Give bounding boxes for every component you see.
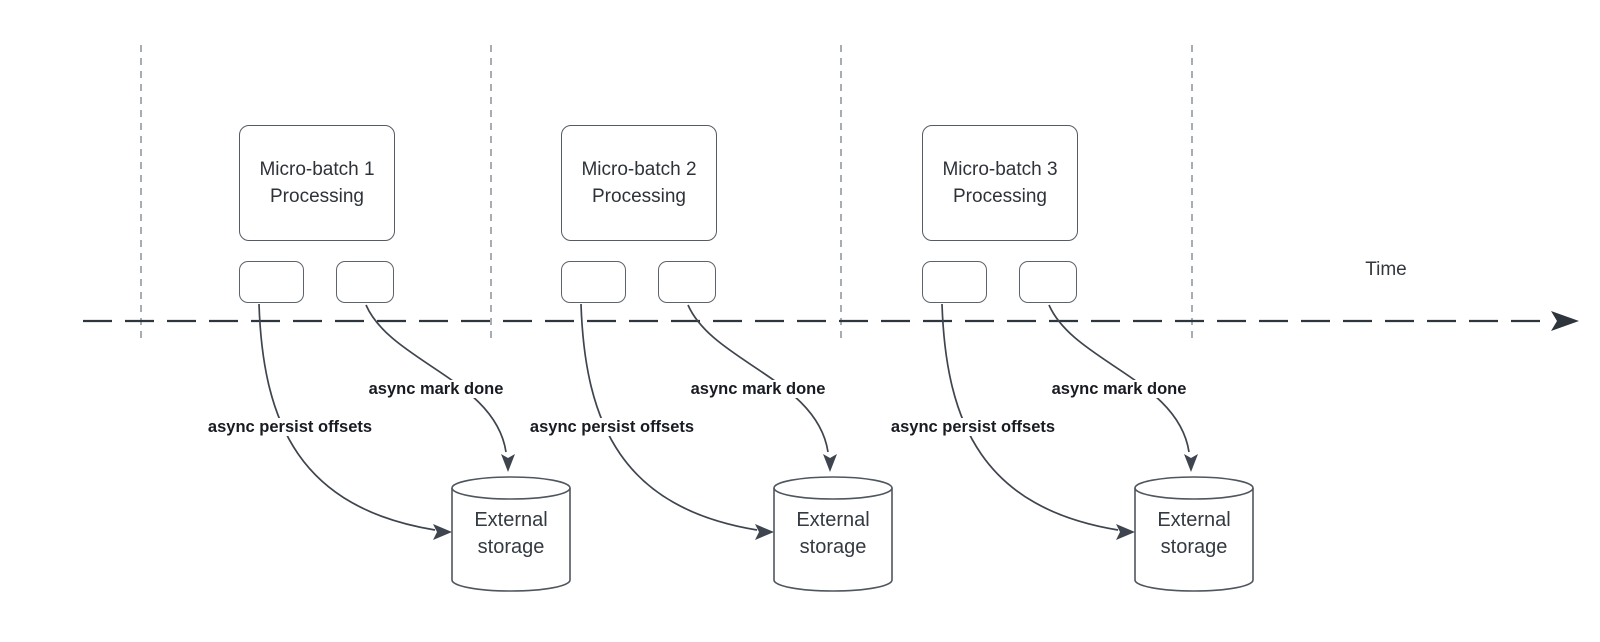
storage-label-line1: External xyxy=(474,509,548,531)
mark-done-box xyxy=(336,261,394,303)
time-axis-label: Time xyxy=(1365,259,1407,280)
external-storage-label: External storage xyxy=(1135,507,1253,561)
microbatch-group-2: Micro-batch 2 Processing async persist o… xyxy=(526,0,906,642)
persist-offsets-label: async persist offsets xyxy=(526,418,698,436)
storage-label-line1: External xyxy=(1157,509,1231,531)
mark-done-box xyxy=(1019,261,1077,303)
storage-cylinder-body xyxy=(451,488,571,592)
offset-commit-box xyxy=(239,261,304,303)
microbatch-2-title-line2: Processing xyxy=(592,186,686,207)
persist-offsets-arrowhead-icon xyxy=(755,524,774,540)
persist-offsets-arrow xyxy=(580,303,758,531)
persist-offsets-arrowhead-icon xyxy=(1116,524,1135,540)
external-storage-label: External storage xyxy=(774,507,892,561)
microbatch-3-title-line2: Processing xyxy=(953,186,1047,207)
microbatch-group-1: Micro-batch 1 Processing async persist o… xyxy=(204,0,584,642)
storage-label-line2: storage xyxy=(1160,536,1228,558)
persist-offsets-arrow xyxy=(941,303,1119,531)
mark-done-arrowhead-icon xyxy=(1184,454,1198,472)
external-storage-label: External storage xyxy=(452,507,570,561)
storage-cylinder-body xyxy=(773,488,893,592)
persist-offsets-arrowhead-icon xyxy=(433,524,452,540)
mark-done-box xyxy=(658,261,716,303)
microbatch-2-box: Micro-batch 2 Processing xyxy=(561,125,717,241)
mark-done-arrowhead-icon xyxy=(501,454,515,472)
storage-cylinder-top xyxy=(451,476,571,500)
storage-cylinder-top xyxy=(1134,476,1254,500)
microbatch-2-title-line1: Micro-batch 2 xyxy=(581,159,697,180)
persist-offsets-label: async persist offsets xyxy=(887,418,1059,436)
storage-label-line1: External xyxy=(796,509,870,531)
storage-cylinder-top xyxy=(773,476,893,500)
mark-done-label: async mark done xyxy=(1048,380,1190,398)
mark-done-label: async mark done xyxy=(365,380,507,398)
microbatch-1-title-line1: Micro-batch 1 xyxy=(259,159,375,180)
persist-offsets-arrow xyxy=(258,303,436,531)
mark-done-arrow xyxy=(1048,304,1190,453)
storage-label-line2: storage xyxy=(477,536,545,558)
storage-label-line2: storage xyxy=(799,536,867,558)
mark-done-arrow xyxy=(365,304,507,453)
offset-commit-box xyxy=(561,261,626,303)
mark-done-label: async mark done xyxy=(687,380,829,398)
persist-offsets-label: async persist offsets xyxy=(204,418,376,436)
mark-done-arrow xyxy=(687,304,829,453)
offset-commit-box xyxy=(922,261,987,303)
microbatch-3-title-line1: Micro-batch 3 xyxy=(942,159,1058,180)
microbatch-3-box: Micro-batch 3 Processing xyxy=(922,125,1078,241)
microbatch-1-box: Micro-batch 1 Processing xyxy=(239,125,395,241)
mark-done-arrowhead-icon xyxy=(823,454,837,472)
storage-cylinder-body xyxy=(1134,488,1254,592)
microbatch-group-3: Micro-batch 3 Processing async persist o… xyxy=(887,0,1267,642)
microbatch-1-title-line2: Processing xyxy=(270,186,364,207)
time-axis-arrowhead-icon xyxy=(1551,311,1579,331)
